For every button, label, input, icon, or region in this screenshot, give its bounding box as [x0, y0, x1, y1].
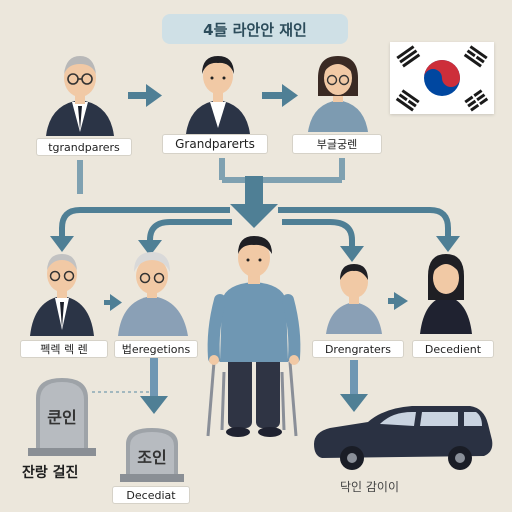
label-mid-5: Decedient [412, 340, 494, 358]
arrow-heads [50, 236, 460, 262]
person-icon [420, 254, 472, 334]
flow-connectors [77, 158, 345, 194]
arrow-icon [140, 358, 168, 414]
caption-decedent-small: Decediat [112, 486, 190, 504]
flag-icon [390, 42, 494, 114]
arrow-icon [340, 360, 368, 412]
arrow-icon [104, 294, 122, 311]
arrow-icon [262, 84, 298, 107]
tombstone-left-text: 쿤인 [47, 408, 77, 427]
person-icon [186, 56, 250, 134]
label-top-right: 부글궁렌 [292, 134, 382, 154]
label-mid-2: 법eregetions [114, 340, 198, 358]
person-icon [30, 254, 94, 336]
person-icon [308, 56, 368, 132]
arrow-icon [128, 84, 162, 107]
label-top-center: Grandparerts [162, 134, 268, 154]
tombstone-icon [28, 378, 96, 456]
label-top-left: tgrandparers [36, 138, 132, 156]
caption-left-bottom: 잔랑 걸진 [22, 465, 79, 481]
tombstone-icon [120, 428, 184, 482]
label-mid-1: 펙렉 렉 렌 [20, 340, 108, 358]
car-icon [314, 406, 493, 470]
person-icon [118, 252, 188, 336]
arrow-icon [230, 176, 278, 228]
branch-arrows [59, 207, 451, 250]
label-mid-4: Drengraters [312, 340, 404, 358]
tombstone-center-text: 조인 [137, 448, 167, 467]
arrow-icon [388, 292, 408, 310]
person-icon [46, 56, 114, 136]
person-icon [326, 264, 382, 334]
person-icon [206, 236, 301, 437]
diagram-title: 4들 라안안 재인 [162, 14, 348, 44]
caption-car: 닥인 감이이 [340, 480, 400, 494]
